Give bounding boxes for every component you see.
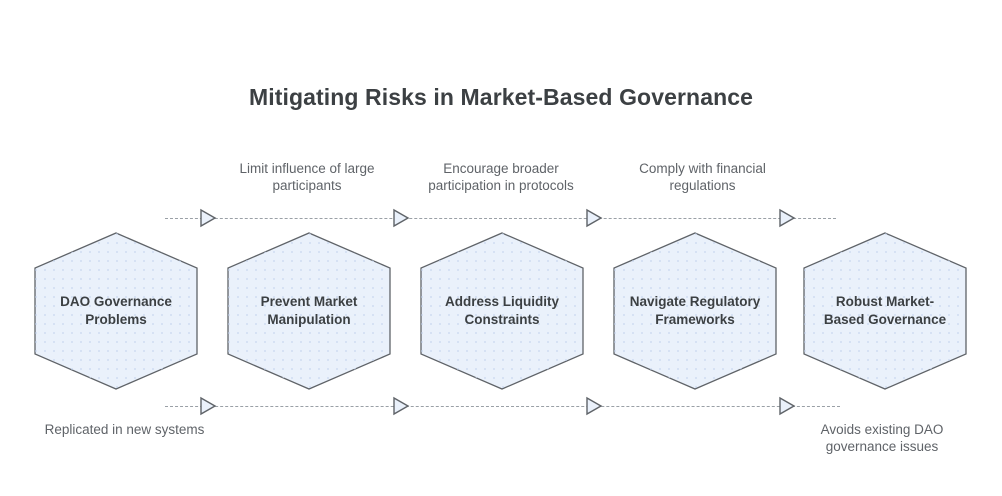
- bottom-arrow-1: [199, 396, 217, 416]
- annotation-comply-regulations: Comply with financial regulations: [639, 161, 766, 193]
- top-arrow-4: [778, 208, 796, 228]
- hex-label-prevent-market-manipulation: Prevent Market Manipulation: [260, 294, 358, 327]
- bottom-arrow-3: [585, 396, 603, 416]
- annotation-limit-influence: Limit influence of large participants: [239, 161, 375, 193]
- top-arrow-2: [392, 208, 410, 228]
- page-title: Mitigating Risks in Market-Based Governa…: [248, 84, 754, 110]
- bottom-connector-line: [165, 406, 840, 407]
- annotation-encourage-participation: Encourage broader participation in proto…: [428, 161, 574, 193]
- hex-label-dao-governance-problems: DAO Governance Problems: [60, 294, 172, 327]
- hex-label-navigate-regulatory-frameworks: Navigate Regulatory Frameworks: [629, 294, 761, 327]
- top-arrow-1: [199, 208, 217, 228]
- hex-node-address-liquidity-constraints[interactable]: Address Liquidity Constraints: [420, 232, 584, 390]
- annotation-replicated-new-systems: Replicated in new systems: [44, 422, 205, 437]
- hex-label-address-liquidity-constraints: Address Liquidity Constraints: [444, 294, 559, 327]
- hex-node-navigate-regulatory-frameworks[interactable]: Navigate Regulatory Frameworks: [613, 232, 777, 390]
- bottom-arrow-2: [392, 396, 410, 416]
- annotation-avoids-existing-issues: Avoids existing DAO governance issues: [820, 422, 944, 454]
- hex-node-dao-governance-problems[interactable]: DAO Governance Problems: [34, 232, 198, 390]
- top-arrow-3: [585, 208, 603, 228]
- hex-node-robust-market-based-governance[interactable]: Robust Market-Based Governance: [803, 232, 967, 390]
- top-connector-line: [165, 218, 836, 219]
- hex-node-prevent-market-manipulation[interactable]: Prevent Market Manipulation: [227, 232, 391, 390]
- hex-label-robust-market-based-governance: Robust Market-Based Governance: [823, 294, 947, 327]
- bottom-arrow-4: [778, 396, 796, 416]
